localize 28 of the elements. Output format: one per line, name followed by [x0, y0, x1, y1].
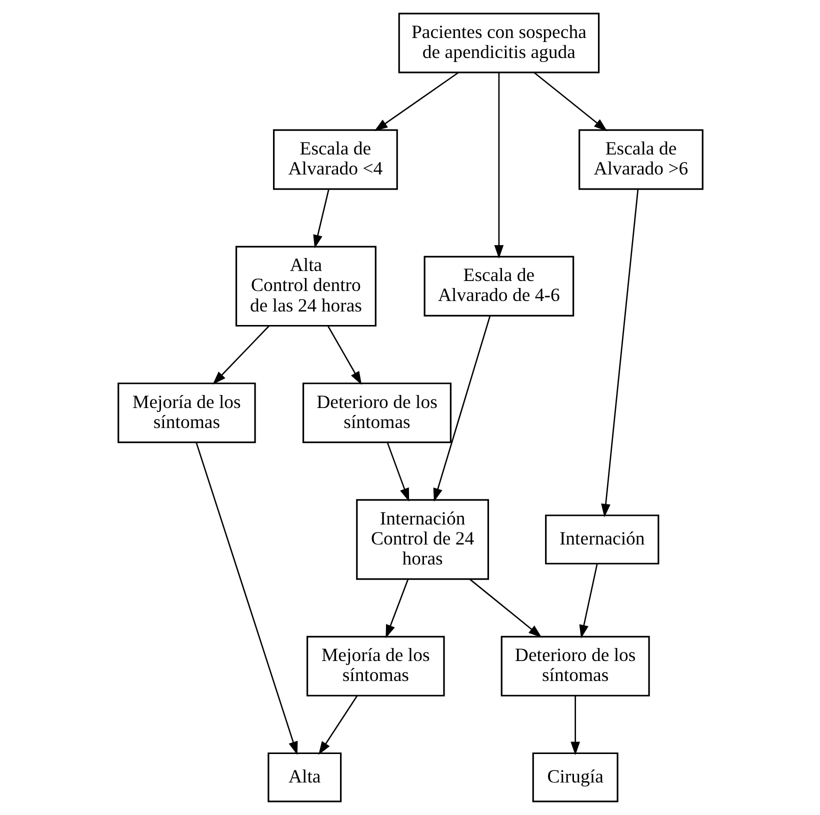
arrow: [600, 189, 638, 518]
node-box: Escala de Alvarado de 4-6: [423, 256, 574, 316]
node-box: Cirugía: [532, 752, 618, 802]
node-box: Escala de Alvarado <4: [272, 129, 398, 190]
node-box: Deterioro de los síntomas: [500, 636, 650, 696]
node-box: Deterioro de los síntomas: [302, 382, 451, 444]
arrow: [386, 442, 409, 502]
node-box: Mejoría de los síntomas: [117, 382, 256, 444]
node-box: Pacientes con sospecha de apendicitis aguda: [398, 12, 600, 74]
arrow: [570, 696, 580, 756]
arrow: [312, 190, 329, 248]
arrow: [494, 72, 504, 259]
arrow: [385, 578, 408, 638]
node-box: Alta: [267, 752, 342, 802]
arrow: [432, 316, 490, 502]
arrow: [195, 442, 298, 755]
node-box: Internación Control de 24 horas: [356, 499, 489, 580]
node-box: Escala de Alvarado >6: [578, 129, 703, 190]
arrow: [578, 564, 598, 638]
node-box: Mejoría de los síntomas: [306, 636, 444, 696]
arrow: [318, 696, 358, 755]
arrow: [533, 72, 607, 132]
arrow: [468, 578, 542, 638]
node-box: Alta Control dentro de las 24 horas: [234, 246, 376, 327]
arrow: [374, 72, 458, 132]
arrow: [326, 325, 362, 385]
arrow: [212, 325, 270, 385]
node-box: Internación: [544, 514, 659, 564]
